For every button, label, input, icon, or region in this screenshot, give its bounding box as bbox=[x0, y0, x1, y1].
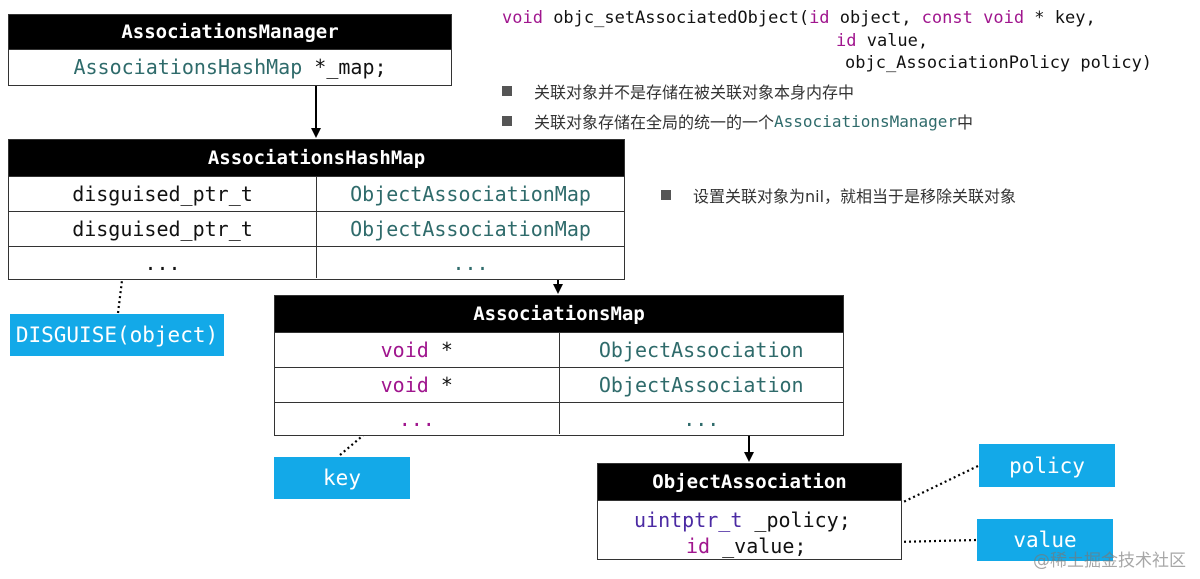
field-type: AssociationsHashMap bbox=[73, 55, 303, 79]
note-3-text: 设置关联对象为nil，就相当于是移除关联对象 bbox=[693, 187, 1017, 206]
policy-field-type: uintptr_t bbox=[634, 508, 743, 532]
associations-hashmap-table: AssociationsHashMap disguised_ptr_t Obje… bbox=[8, 139, 625, 280]
pointer-star: * bbox=[440, 373, 453, 397]
table-cell-value: ObjectAssociation bbox=[558, 333, 844, 367]
associations-manager-field: AssociationsHashMap *_map; bbox=[9, 50, 451, 84]
table-row: disguised_ptr_t ObjectAssociationMap bbox=[9, 211, 624, 246]
note-3: 设置关联对象为nil，就相当于是移除关联对象 bbox=[661, 184, 1016, 206]
value-field-type: id bbox=[686, 534, 711, 558]
object-association-fields: uintptr_t _policy; id _value; bbox=[598, 500, 901, 559]
table-cell-value: ObjectAssociationMap bbox=[316, 212, 624, 246]
watermark: @稀土掘金技术社区 bbox=[1033, 551, 1186, 571]
table-row: ... ... bbox=[275, 402, 843, 434]
table-row: void * ObjectAssociation bbox=[275, 367, 843, 402]
note-1: 关联对象并不是存储在被关联对象本身内存中 bbox=[502, 80, 854, 102]
associations-map-table: AssociationsMap void * ObjectAssociation… bbox=[274, 295, 844, 436]
value-tag: value bbox=[977, 519, 1113, 561]
pointer-star: * bbox=[440, 338, 453, 362]
associations-manager-box: AssociationsManager AssociationsHashMap … bbox=[8, 14, 452, 86]
associations-manager-field-row: AssociationsHashMap *_map; bbox=[9, 49, 451, 84]
keyword-void: void bbox=[380, 338, 429, 362]
value-field-line: id _value; bbox=[598, 533, 901, 559]
note-2-code: AssociationsManager bbox=[774, 111, 958, 131]
note-2-text: 关联对象存储在全局的统一的一个 bbox=[534, 113, 775, 132]
function-signature-line1: void objc_setAssociatedObject(id object,… bbox=[502, 8, 1096, 28]
associations-manager-title: AssociationsManager bbox=[9, 15, 451, 49]
bullet-square-icon bbox=[661, 190, 671, 200]
bullet-square-icon bbox=[502, 116, 512, 126]
table-row: disguised_ptr_t ObjectAssociationMap bbox=[9, 176, 624, 211]
table-cell-key: ... bbox=[398, 406, 435, 431]
function-signature-line2: id value, bbox=[836, 31, 929, 51]
table-cell-value: ... bbox=[316, 247, 624, 278]
key-tag: key bbox=[274, 457, 410, 499]
note-1-text: 关联对象并不是存储在被关联对象本身内存中 bbox=[534, 83, 855, 102]
bullet-square-icon bbox=[502, 86, 512, 96]
policy-field-line: uintptr_t _policy; bbox=[598, 507, 901, 533]
table-cell-key: void * bbox=[275, 368, 559, 402]
associations-map-title: AssociationsMap bbox=[275, 296, 843, 332]
table-cell-key: disguised_ptr_t bbox=[72, 217, 253, 241]
table-row: ... ... bbox=[9, 246, 624, 278]
object-association-box: ObjectAssociation uintptr_t _policy; id … bbox=[597, 463, 902, 560]
policy-field-name: _policy; bbox=[754, 508, 851, 532]
table-cell-value: ObjectAssociation bbox=[558, 368, 844, 402]
dotted-key-to-assocmap bbox=[339, 419, 382, 456]
table-cell-key: disguised_ptr_t bbox=[72, 182, 253, 206]
function-signature-line3: objc_AssociationPolicy policy) bbox=[845, 53, 1153, 73]
table-cell-value: ... bbox=[558, 403, 844, 434]
note-2-suffix: 中 bbox=[957, 113, 974, 132]
table-row: void * ObjectAssociation bbox=[275, 332, 843, 367]
field-name: *_map; bbox=[314, 55, 387, 79]
table-cell-value: ObjectAssociationMap bbox=[316, 177, 624, 211]
table-cell-key: void * bbox=[275, 333, 559, 367]
policy-tag: policy bbox=[979, 444, 1115, 487]
keyword-void: void bbox=[380, 373, 429, 397]
disguise-tag: DISGUISE(object) bbox=[10, 314, 224, 356]
associations-hashmap-title: AssociationsHashMap bbox=[9, 140, 624, 176]
value-field-name: _value; bbox=[722, 534, 807, 558]
table-cell-key: ... bbox=[144, 250, 181, 275]
object-association-title: ObjectAssociation bbox=[598, 464, 901, 500]
